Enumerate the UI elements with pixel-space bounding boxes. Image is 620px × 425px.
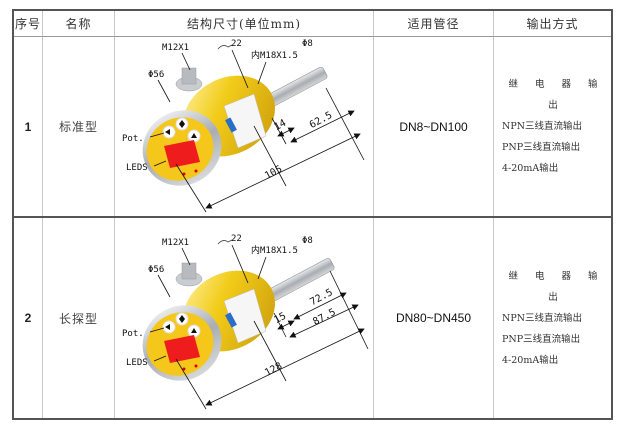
output-item: 继 电 器 输 出: [508, 270, 605, 303]
output-item: 4-20mA输出: [502, 163, 559, 174]
label-leds: LEDS: [126, 163, 148, 173]
row-pipe: DN8~DN100: [399, 119, 468, 134]
label-pot: Pot.: [122, 329, 144, 339]
output-item: NPN三线直流输出: [502, 121, 583, 132]
output-item: PNP三线直流输出: [502, 142, 581, 153]
label-leds: LEDS: [126, 358, 148, 368]
divider: [493, 11, 494, 418]
label-body-dia: Φ56: [148, 70, 164, 80]
label-wrench: 22: [231, 39, 242, 49]
label-probe-dia: Φ8: [302, 236, 313, 246]
divider: [114, 11, 115, 418]
row-name: 标准型: [58, 120, 98, 134]
label-connector: M12X1: [162, 43, 189, 53]
output-item: 4-20mA输出: [502, 354, 559, 366]
row-outputs: 继 电 器 输 出 NPN三线直流输出 PNP三线直流输出 4-20mA输出: [494, 37, 611, 216]
header-output: 输出方式: [526, 17, 579, 31]
label-probe-dia: Φ8: [302, 39, 313, 49]
wrench-icon: [217, 44, 233, 50]
dim-c: 87.5: [311, 307, 337, 328]
spec-table: 序号 名称 结构尺寸(单位mm) 适用管径 输出方式 1 标准型 DN8~DN1…: [12, 9, 613, 420]
sensor-drawing-standard: M12X1 22 内M18X1.5 Φ8 Φ56 Pot. LEDS 14 62…: [122, 39, 365, 213]
wrench-icon: [217, 239, 233, 245]
label-body-dia: Φ56: [148, 265, 164, 275]
row-outputs: 继 电 器 输 出 NPN三线直流输出 PNP三线直流输出 4-20mA输出: [494, 218, 611, 418]
header-pipe: 适用管径: [407, 17, 460, 31]
header-dimensions: 结构尺寸(单位mm): [186, 17, 302, 31]
row-index: 2: [24, 311, 32, 325]
header-name: 名称: [65, 17, 92, 31]
divider: [14, 216, 611, 218]
dim-a: 14: [272, 118, 288, 133]
divider: [14, 36, 611, 37]
row-index: 1: [24, 119, 32, 134]
dim-a: 15: [272, 311, 288, 326]
label-wrench: 22: [231, 234, 242, 244]
label-thread: 内M18X1.5: [251, 244, 298, 256]
output-item: NPN三线直流输出: [502, 312, 583, 324]
label-thread: 内M18X1.5: [251, 49, 298, 61]
output-item: PNP三线直流输出: [502, 333, 581, 345]
dim-b: 62.5: [308, 110, 334, 131]
divider: [42, 11, 43, 418]
row-name: 长探型: [58, 311, 98, 326]
divider: [373, 11, 374, 418]
dim-total: 105: [263, 164, 284, 182]
output-item: 继 电 器 输 出: [508, 79, 605, 111]
row-pipe: DN80~DN450: [395, 311, 472, 325]
dim-total: 128: [263, 361, 284, 379]
header-index: 序号: [14, 17, 41, 31]
label-pot: Pot.: [122, 134, 144, 144]
label-connector: M12X1: [162, 238, 189, 248]
sensor-drawing-long: M12X1 22 内M18X1.5 Φ8 Φ56 Pot. LEDS 15 72…: [122, 234, 369, 410]
